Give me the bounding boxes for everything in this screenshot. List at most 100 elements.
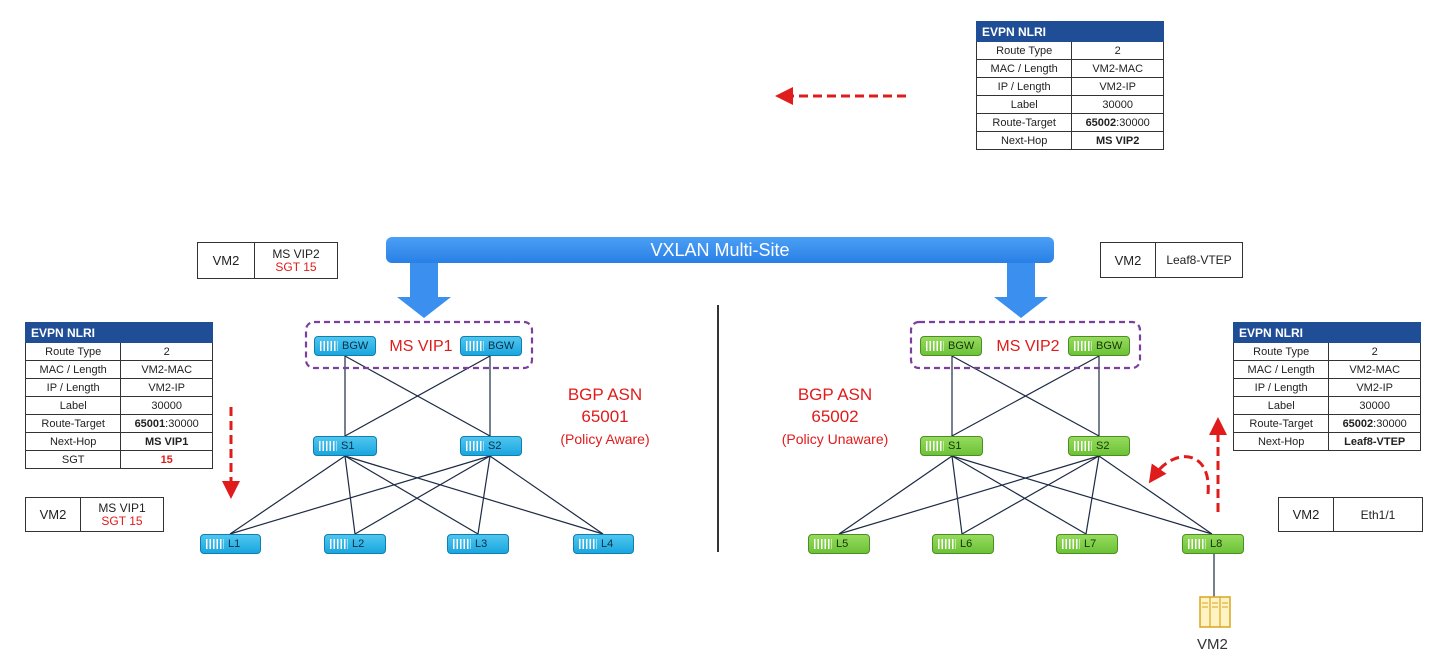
next-hop: MS VIP2	[272, 246, 320, 261]
site1-bgw-1[interactable]: BGW	[314, 336, 376, 356]
site1-leaf-l1[interactable]: L1	[200, 534, 261, 554]
row-label: IP / Length	[975, 77, 1073, 96]
row-value: MS VIP2	[1071, 131, 1164, 150]
device-label: S1	[341, 440, 355, 452]
ports-icon	[466, 341, 484, 351]
asn-title: BGP ASN	[567, 385, 643, 404]
site2-bgw-2[interactable]: BGW	[1068, 336, 1130, 356]
row-label: Label	[975, 95, 1073, 114]
policy-label: (Policy Unaware)	[781, 431, 889, 447]
vm-name: VM2	[197, 242, 255, 279]
site1-spine-s1[interactable]: S1	[313, 436, 377, 456]
ports-icon	[926, 341, 944, 351]
vm2-entry-top-left: VM2 MS VIP2 SGT 15	[197, 242, 338, 279]
site2-bgw-1[interactable]: BGW	[920, 336, 982, 356]
site2-leaf-l7[interactable]: L7	[1056, 534, 1118, 554]
device-label: S2	[1096, 440, 1110, 452]
site2-spine-s2[interactable]: S2	[1068, 436, 1130, 456]
ports-icon	[319, 441, 337, 451]
site2-leaf-l8[interactable]: L8	[1182, 534, 1244, 554]
site1-links	[229, 355, 604, 535]
device-label: L2	[352, 538, 365, 550]
row-label: MAC / Length	[1232, 360, 1330, 379]
row-label: Next-Hop	[975, 131, 1073, 150]
ports-icon	[330, 539, 348, 549]
device-label: L4	[601, 538, 614, 550]
next-hop: MS VIP1	[98, 500, 146, 515]
site2-spine-s1[interactable]: S1	[920, 436, 983, 456]
row-label: Route-Target	[24, 414, 122, 433]
vm2-entry-bottom-right: VM2 Eth1/1	[1278, 497, 1423, 532]
row-value: 2	[1328, 342, 1421, 361]
device-label: L1	[228, 538, 241, 550]
site2-leaf-l6[interactable]: L6	[932, 534, 994, 554]
ports-icon	[206, 539, 224, 549]
ports-icon	[1188, 539, 1206, 549]
row-value: VM2-MAC	[120, 360, 213, 379]
row-value: VM2-IP	[1328, 378, 1421, 397]
device-label: BGW	[342, 340, 369, 352]
row-label: MAC / Length	[975, 59, 1073, 78]
device-label: BGW	[1096, 340, 1123, 352]
ports-icon	[320, 341, 338, 351]
row-value: 2	[1071, 41, 1164, 60]
row-value: MS VIP1	[120, 432, 213, 451]
ports-icon	[926, 441, 944, 451]
vm-name: VM2	[1278, 497, 1334, 532]
site1-spine-s2[interactable]: S2	[460, 436, 522, 456]
row-value: 65002:30000	[1328, 414, 1421, 433]
row-label: Next-Hop	[1232, 432, 1330, 451]
row-value: 2	[120, 342, 213, 361]
site2-leaf-l5[interactable]: L5	[808, 534, 870, 554]
asn-number: 65001	[581, 407, 629, 426]
row-label: MAC / Length	[24, 360, 122, 379]
server-icon	[1199, 596, 1231, 628]
host-vm2-label: VM2	[1197, 636, 1228, 653]
vm-name: VM2	[25, 497, 81, 532]
ports-icon	[1074, 341, 1092, 351]
row-label: Route-Target	[975, 113, 1073, 132]
vm2-entry-bottom-left: VM2 MS VIP1 SGT 15	[25, 497, 164, 532]
asn-title: BGP ASN	[797, 385, 873, 404]
device-label: L8	[1210, 538, 1223, 550]
row-label: SGT	[24, 450, 122, 469]
ports-icon	[1074, 441, 1092, 451]
site1-leaf-l3[interactable]: L3	[447, 534, 509, 554]
row-value: 65002:30000	[1071, 113, 1164, 132]
site1-leaf-l4[interactable]: L4	[573, 534, 634, 554]
next-hop: Leaf8-VTEP	[1155, 242, 1243, 278]
ports-icon	[814, 539, 832, 549]
row-label: Route-Target	[1232, 414, 1330, 433]
device-label: L7	[1084, 538, 1097, 550]
ports-icon	[453, 539, 471, 549]
row-value: VM2-IP	[1071, 77, 1164, 96]
row-value: 15	[120, 450, 213, 469]
device-label: BGW	[488, 340, 515, 352]
site2-vip-label: MS VIP2	[996, 338, 1060, 355]
device-label: L3	[475, 538, 488, 550]
row-value: VM2-MAC	[1328, 360, 1421, 379]
sgt-tag: SGT 15	[275, 259, 317, 274]
table-title: EVPN NLRI	[976, 21, 1164, 42]
row-label: Label	[24, 396, 122, 415]
multisite-label: VXLAN Multi-Site	[650, 240, 790, 260]
row-label: Next-Hop	[24, 432, 122, 451]
row-label: IP / Length	[1232, 378, 1330, 397]
site1-bgw-2[interactable]: BGW	[460, 336, 522, 356]
row-label: IP / Length	[24, 378, 122, 397]
site1-leaf-l2[interactable]: L2	[324, 534, 386, 554]
site2-vip-box	[909, 320, 1142, 370]
device-label: S1	[948, 440, 962, 452]
row-value: VM2-IP	[120, 378, 213, 397]
ports-icon	[938, 539, 956, 549]
asn-number: 65002	[811, 407, 859, 426]
next-hop: Eth1/1	[1333, 497, 1423, 532]
row-value: 30000	[1071, 95, 1164, 114]
ports-icon	[579, 539, 597, 549]
row-label: Label	[1232, 396, 1330, 415]
row-label: Route Type	[1232, 342, 1330, 361]
device-label: L5	[836, 538, 849, 550]
multisite-band	[386, 237, 1054, 318]
